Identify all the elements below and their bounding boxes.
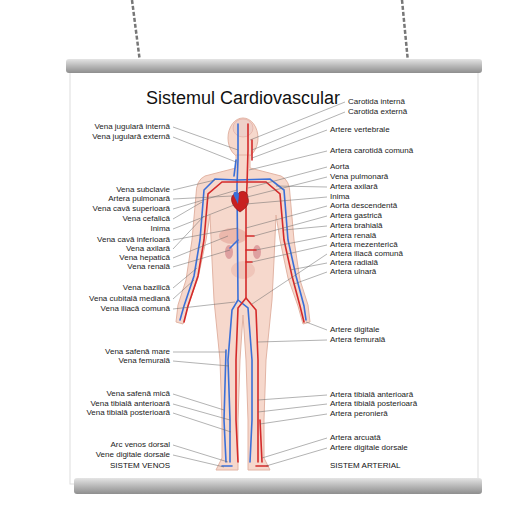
vessel-label: Vena axilară [126,244,170,253]
leader-line [173,455,224,467]
vessel-label: Artera iliacă comună [330,249,403,258]
vessel-label: Vena hepatică [119,253,170,262]
leader-line [173,196,232,199]
leader-line [173,361,229,366]
leader-line [249,151,327,170]
leader-line [306,322,327,330]
vessel-label: Arc venos dorsal [110,440,170,449]
vessel-label: Vena safenă mare [105,347,170,356]
vessel-label: Vena pulmonară [330,172,388,181]
vessel-label: Vena renală [127,262,170,271]
vessel-label: Artera radială [330,258,378,267]
leader-line [173,394,224,410]
vessel-label: Vena cavă superioară [93,204,170,213]
leader-line [247,177,327,197]
vessel-label: Artera gastrică [330,211,382,220]
vessel-label: Artera axilară [330,182,378,191]
leader-line [173,280,194,299]
leader-line [252,245,327,262]
poster-title: Sistemul Cardiovascular [0,88,486,108]
vessel-label: Artere digitale dorsale [330,443,408,452]
leader-line [173,250,230,267]
vessel-label: Inima [150,224,170,233]
leader-line [173,190,237,209]
leader-line [262,438,327,458]
vessel-label: Artera peronieră [330,409,388,418]
leader-line [276,186,327,187]
leader-line [248,167,327,188]
vessel-label: Vena jugulară internă [94,122,170,131]
vessel-label: Artera carotidă comună [330,146,413,155]
leader-line [173,413,231,432]
leader-line [258,395,327,400]
leader-line [173,352,226,353]
vessel-label: Artere vertebrale [330,125,390,134]
vessel-label: Artera brahială [330,221,382,230]
vessel-label: Vena safenă mică [106,389,170,398]
vessel-label: Artera pulmonară [108,194,170,203]
leader-line [256,236,327,250]
leader-line [254,216,327,236]
leader-line [258,404,327,412]
leader-line [290,263,327,270]
leader-line [173,202,202,219]
leader-line [173,445,228,462]
vessel-label: Artera femurală [330,335,385,344]
system-label: SISTEM VENOS [110,461,170,470]
leader-line [173,137,236,162]
leader-line [173,302,235,309]
vessel-label: Vena bazilică [123,283,170,292]
vessel-label: Carotida internă [348,97,405,106]
leader-line [173,268,197,288]
leader-line [284,226,327,230]
vessel-label: Vena subclavie [116,185,170,194]
vessel-label: Vene digitale dorsale [96,450,170,459]
leader-line [173,180,215,190]
vessel-label: Artera tibială posterioară [330,399,417,408]
leader-line [173,127,238,150]
leader-line [258,340,327,342]
leader-line [173,216,204,249]
leader-line [173,228,238,240]
leader-line [173,205,234,229]
vessel-label: Aorta [330,162,349,171]
system-label: SISTEM ARTERIAL [330,461,401,470]
leader-line [294,272,327,284]
leader-line [260,414,327,424]
vessel-label: Inima [330,192,350,201]
leader-line [246,197,327,204]
vessel-label: Artera renală [330,231,376,240]
leader-line [252,254,327,304]
vessel-label: Vena iliacă comună [101,304,170,313]
leader-line [266,448,327,466]
vessel-label: Vena tibială posterioară [86,408,170,417]
vessel-label: Artere digitale [330,325,379,334]
vessel-label: Vena femurală [118,356,170,365]
leader-line [173,236,228,258]
vessel-label: Vena cubitală mediană [89,294,170,303]
leader-line [173,404,230,420]
vessel-label: Artera arcuată [330,433,381,442]
vessel-label: Vena cavă inferioară [97,235,170,244]
vessel-label: Aorta descendentă [330,201,397,210]
leader-line [246,206,327,228]
vessel-label: Artera mezenterică [330,240,398,249]
vessel-label: Vena tibială anterioară [90,399,170,408]
vessel-label: Carotida externă [348,107,407,116]
vessel-label: Artera tibială anterioară [330,390,413,399]
vessel-label: Vena cefalică [122,214,170,223]
vessel-label: Artera ulnară [330,267,376,276]
vessel-label: Vena jugulară externă [92,132,170,141]
